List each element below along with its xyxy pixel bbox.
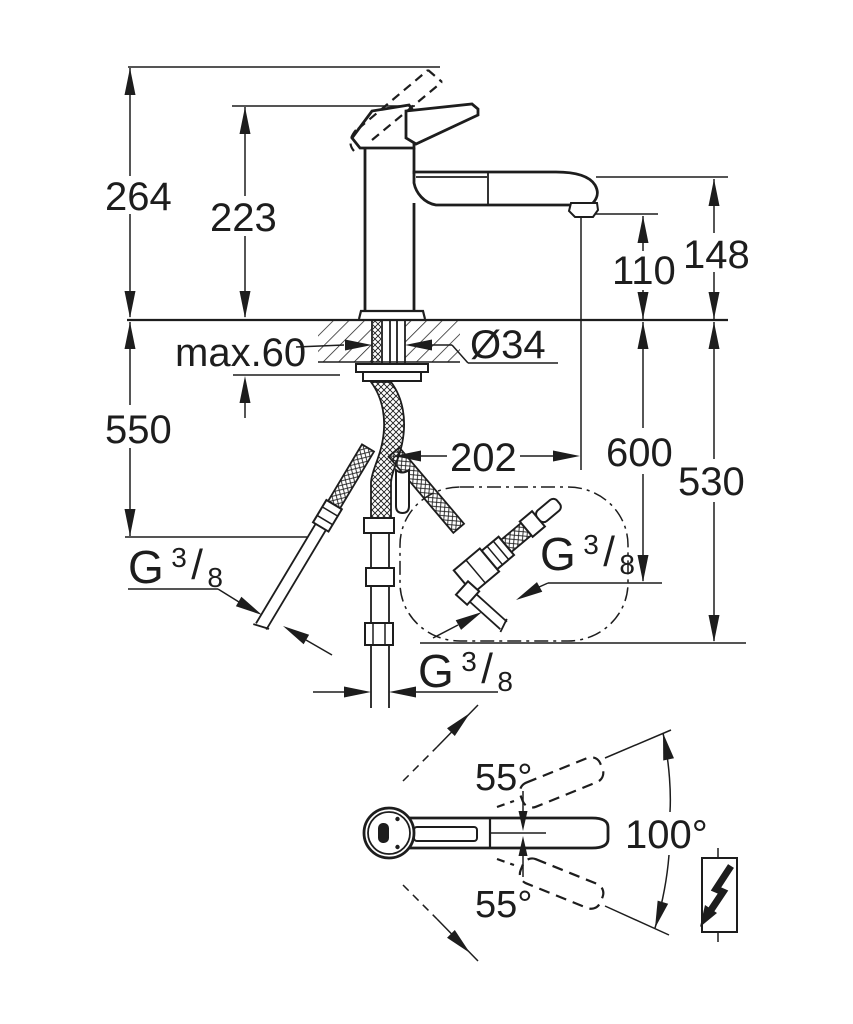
- thread-g: G: [540, 528, 576, 580]
- valve-outlet-hose: [454, 579, 508, 633]
- angle-55-lower-label: 55°: [475, 884, 532, 926]
- thread-g: G: [418, 645, 454, 697]
- spout: [412, 170, 599, 207]
- lever-handle-raised-dashed: [349, 69, 443, 152]
- thread-slash: /: [481, 645, 493, 692]
- thread-numerator: 3: [461, 646, 477, 677]
- dim-264-label: 264: [105, 175, 172, 219]
- detail-bubble: [399, 486, 629, 642]
- angle-100-label: 100°: [625, 813, 708, 857]
- dim-hole-diameter: Ø34: [345, 323, 558, 367]
- mounting-nut: [362, 371, 422, 382]
- thread-label-left: G 3 / 8: [128, 541, 333, 656]
- angle-55-upper-label: 55°: [475, 757, 532, 799]
- right-supply-hose: [387, 446, 466, 535]
- dim-body-height: 223: [210, 107, 277, 318]
- countertop-section: [318, 320, 460, 382]
- dim-counter-thickness: max.60: [175, 331, 345, 418]
- dim-left-hose: 550: [105, 322, 172, 536]
- supply-hoses: [253, 381, 466, 708]
- thread-slash: /: [603, 528, 615, 575]
- dashed-spout-lower: [496, 857, 605, 910]
- svg-text:G 3 / 8: G 3 / 8: [540, 528, 635, 580]
- hex-nut: [364, 622, 394, 646]
- dim-right-hose: 530: [678, 322, 745, 642]
- dim-max60-label: max.60: [175, 331, 306, 375]
- dim-550-label: 550: [105, 408, 172, 452]
- mounting-washer: [355, 363, 429, 373]
- dim-spout-top-height: 148: [683, 179, 750, 319]
- dim-spout-reach: 202: [394, 436, 580, 480]
- faucet-base: [357, 309, 427, 320]
- lever-plan: [413, 826, 478, 842]
- dim-overall-height: 264: [105, 68, 172, 318]
- dim-outlet-height: 110: [612, 216, 676, 319]
- dim-110-label: 110: [612, 249, 676, 293]
- faucet-side-view: [349, 69, 600, 320]
- aerator-outlet: [567, 202, 600, 218]
- thread-denominator: 8: [497, 666, 513, 697]
- handle-knob-inner: [367, 811, 411, 855]
- union-fitting-1: [363, 517, 395, 534]
- faucet-top-view: 55° 55° 100°: [362, 704, 708, 962]
- knob-slot: [378, 823, 389, 843]
- thread-numerator: 3: [583, 529, 599, 560]
- reference-lines: [125, 66, 746, 644]
- thread-label-bottom: G 3 / 8: [313, 645, 513, 698]
- thread-g: G: [128, 541, 164, 593]
- dim-148-label: 148: [683, 233, 750, 277]
- dim-223-label: 223: [210, 196, 277, 240]
- thread-denominator: 8: [619, 549, 635, 580]
- thread-denominator: 8: [207, 562, 223, 593]
- lever-handle: [404, 102, 480, 146]
- dim-202-label: 202: [450, 436, 517, 480]
- union-fitting-2: [365, 567, 395, 587]
- left-supply-hose: [253, 443, 376, 631]
- svg-text:G 3 / 8: G 3 / 8: [418, 645, 513, 697]
- shank-hose-section: [373, 321, 381, 362]
- dim-center-hose: 600: [606, 322, 673, 582]
- thread-numerator: 3: [171, 542, 187, 573]
- dim-530-label: 530: [678, 460, 745, 504]
- lightning-icon: [700, 848, 738, 942]
- dim-d34-label: Ø34: [470, 323, 546, 367]
- counter-hatch-right: [405, 321, 460, 362]
- dim-600-label: 600: [606, 431, 673, 475]
- thread-slash: /: [191, 541, 203, 588]
- svg-text:G 3 / 8: G 3 / 8: [128, 541, 223, 593]
- pullout-hose-end: [395, 467, 410, 515]
- angle-valve: [452, 497, 562, 633]
- thread-label-right: G 3 / 8: [432, 528, 635, 639]
- dashed-spout-upper: [496, 756, 605, 809]
